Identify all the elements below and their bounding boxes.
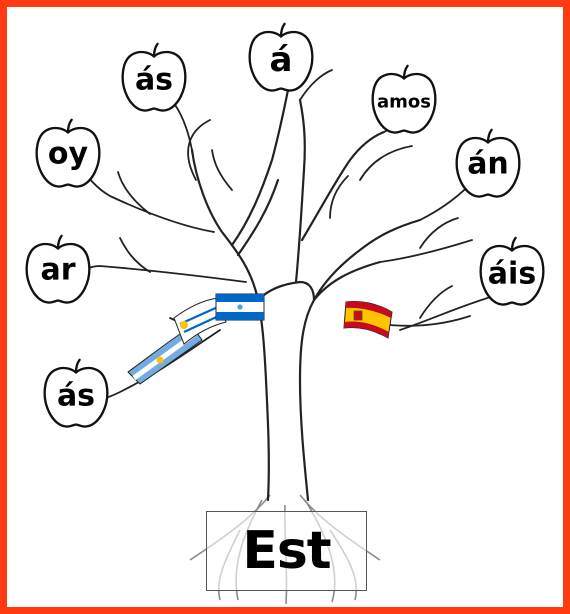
flag-spain-icon	[343, 301, 393, 339]
apple-upper-right: amos	[371, 64, 437, 134]
apple-top: á	[248, 22, 314, 92]
apple-left-mid: ar	[25, 234, 91, 304]
verb-stem-label: Est	[242, 521, 331, 581]
flag-nicaragua-icon	[215, 293, 265, 321]
apple-right-mid: áis	[479, 236, 545, 306]
ending-label-left-mid: ar	[40, 253, 75, 288]
ending-label-left-low: ás	[57, 379, 95, 414]
apple-left-low: ás	[43, 358, 109, 428]
apple-right-high: án	[455, 128, 521, 198]
apple-left-high: oy	[35, 118, 101, 188]
ending-label-upper-left: ás	[135, 63, 173, 98]
verb-stem-box: Est	[206, 511, 367, 591]
apple-upper-left: ás	[121, 42, 187, 112]
ending-label-left-high: oy	[48, 137, 89, 172]
ending-label-right-mid: áis	[488, 257, 536, 292]
ending-label-top: á	[270, 40, 293, 80]
ending-label-right-high: án	[467, 147, 509, 182]
flag-uruguay-icon	[173, 297, 227, 345]
ending-label-upper-right: amos	[377, 92, 431, 113]
